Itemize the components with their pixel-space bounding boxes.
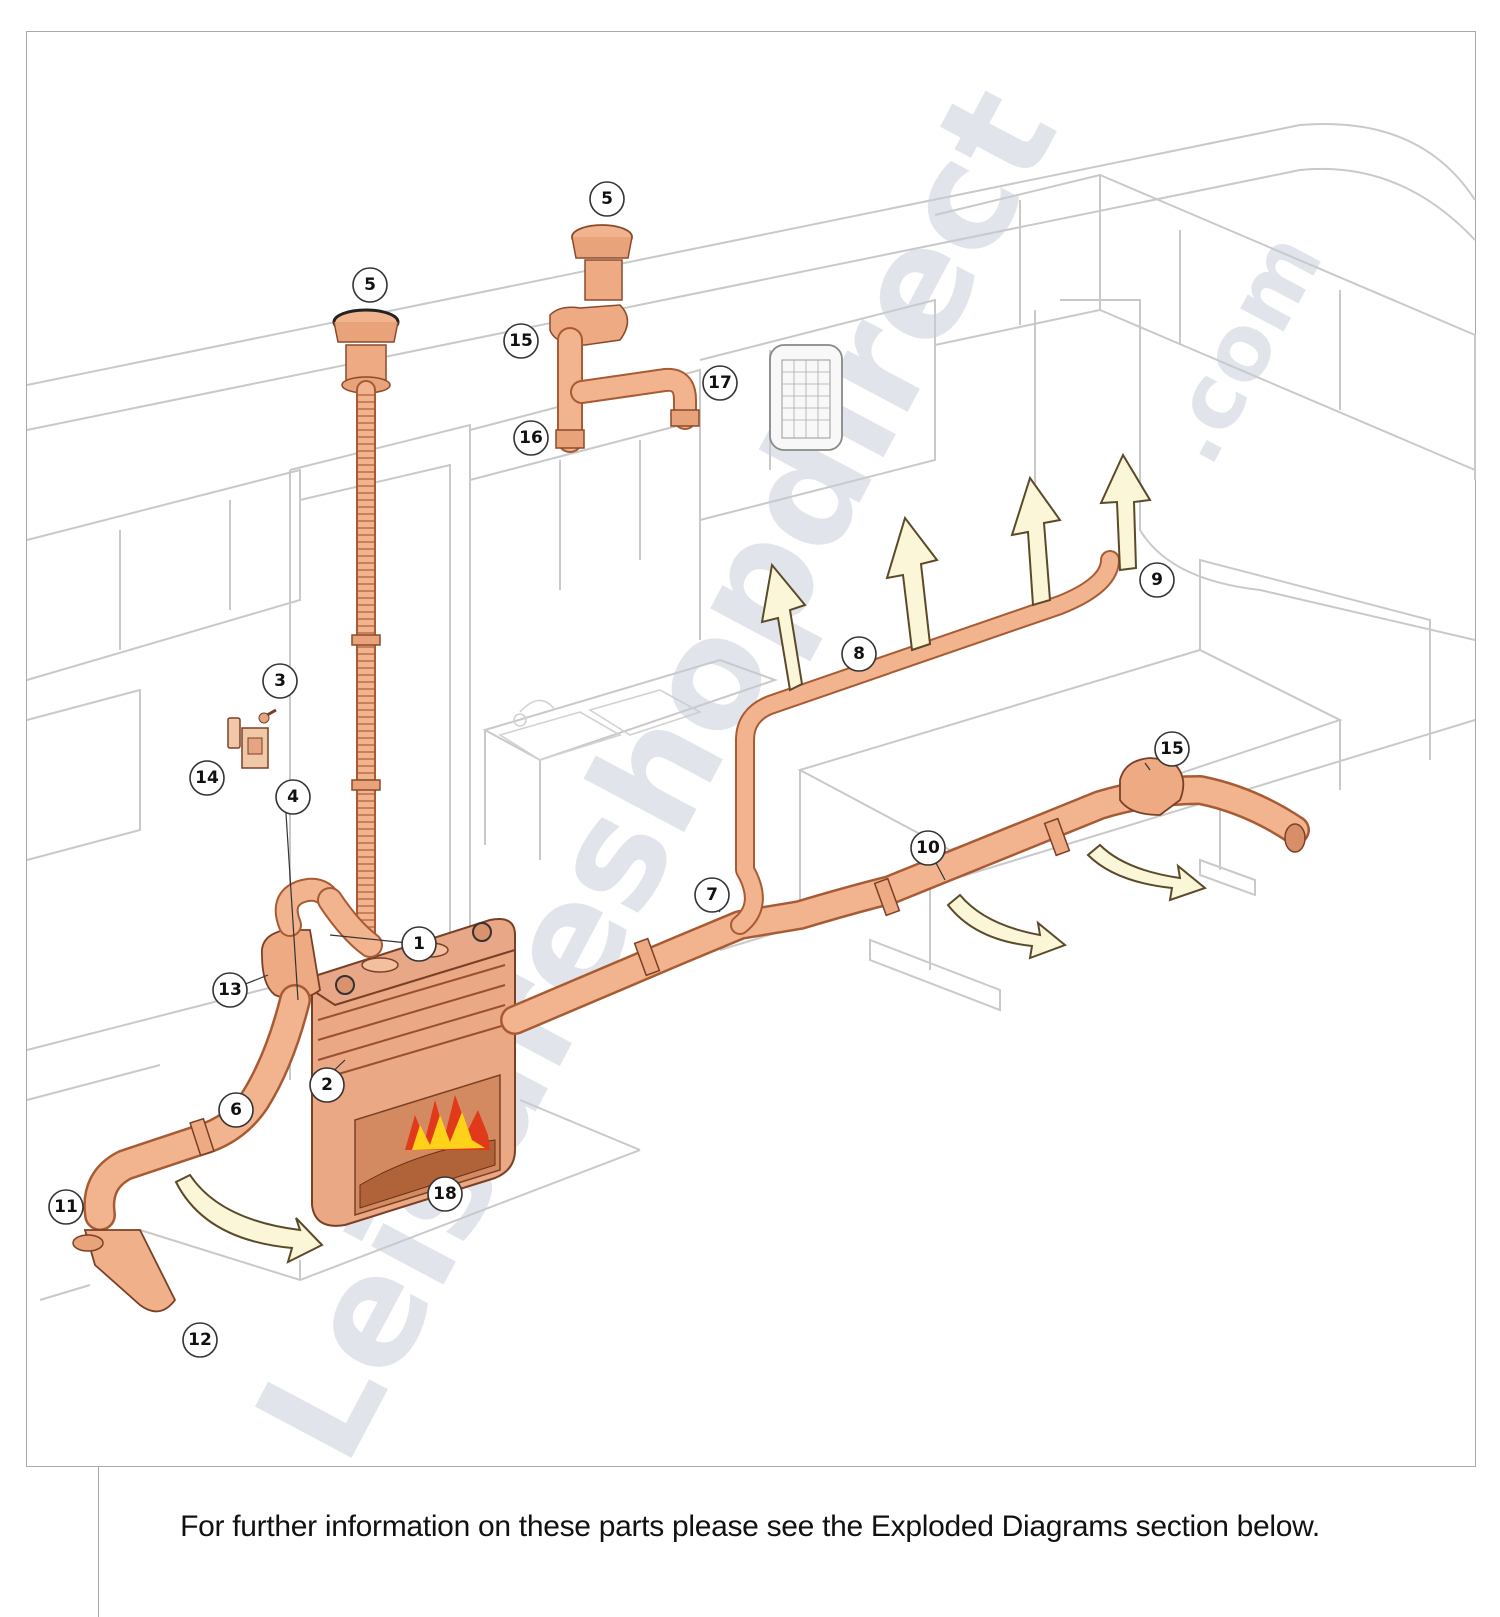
callout-5-flue: 5 (352, 267, 388, 303)
watermark-brand: Leisureshopdirect (223, 61, 1091, 1487)
callout-6: 6 (218, 1092, 254, 1128)
airflow-arrow (760, 562, 807, 692)
svg-text:5: 5 (364, 275, 376, 295)
airflow-arrow (885, 515, 939, 652)
svg-text:15: 15 (509, 331, 533, 351)
svg-text:7: 7 (706, 885, 718, 905)
svg-text:14: 14 (195, 768, 219, 788)
callout-13: 13 (212, 972, 248, 1008)
callout-10: 10 (910, 830, 946, 866)
svg-text:4: 4 (287, 787, 299, 807)
vent-grille (769, 344, 843, 451)
flue-assembly (332, 308, 400, 945)
control-panel-parts (227, 708, 277, 769)
callout-2: 2 (309, 1067, 345, 1103)
blower-unit (261, 877, 383, 1000)
svg-text:2: 2 (321, 1075, 333, 1095)
callout-15-intake: 15 (503, 323, 539, 359)
svg-text:5: 5 (601, 189, 613, 209)
callout-3: 3 (262, 663, 298, 699)
airflow-arrow (1086, 843, 1208, 902)
svg-text:6: 6 (230, 1100, 242, 1120)
caravan-interior-outline (26, 123, 1476, 1301)
callout-17: 17 (702, 365, 738, 401)
watermark-suffix: .com (1137, 216, 1344, 480)
diagram-frame (26, 31, 1476, 1467)
space-heater-unit (310, 918, 516, 1227)
airflow-arrow (1010, 475, 1062, 607)
divider-line (98, 1467, 99, 1617)
callout-12: 12 (182, 1322, 218, 1358)
airflow-arrow (174, 1173, 324, 1264)
svg-text:8: 8 (853, 644, 865, 664)
callout-8: 8 (841, 636, 877, 672)
callout-7: 7 (694, 877, 730, 913)
airflow-arrow (1099, 452, 1152, 572)
svg-text:3: 3 (274, 671, 286, 691)
svg-text:15: 15 (1160, 739, 1184, 759)
diagram-caption: For further information on these parts p… (180, 1510, 1320, 1543)
airflow-arrows (174, 452, 1208, 1264)
svg-text:11: 11 (54, 1197, 78, 1217)
callout-4: 4 (275, 779, 311, 815)
svg-text:12: 12 (188, 1330, 212, 1350)
airflow-arrow (946, 893, 1067, 960)
svg-text:13: 13 (218, 980, 242, 1000)
callout-5-intake: 5 (589, 181, 625, 217)
svg-text:10: 10 (916, 838, 940, 858)
svg-text:17: 17 (708, 373, 732, 393)
flue-ribs (358, 394, 374, 928)
callout-14: 14 (189, 760, 225, 796)
svg-text:9: 9 (1151, 570, 1163, 590)
watermark: Leisureshopdirect (223, 61, 1091, 1487)
callout-16: 16 (513, 420, 549, 456)
callout-15-fan: 15 (1154, 731, 1190, 767)
callout-18: 18 (427, 1176, 463, 1212)
svg-text:18: 18 (433, 1184, 457, 1204)
air-intake-assembly (549, 224, 700, 453)
svg-text:16: 16 (519, 428, 543, 448)
svg-text:1: 1 (413, 934, 425, 954)
callout-11: 11 (48, 1189, 84, 1225)
callout-1: 1 (401, 926, 437, 962)
callout-9: 9 (1139, 562, 1175, 598)
